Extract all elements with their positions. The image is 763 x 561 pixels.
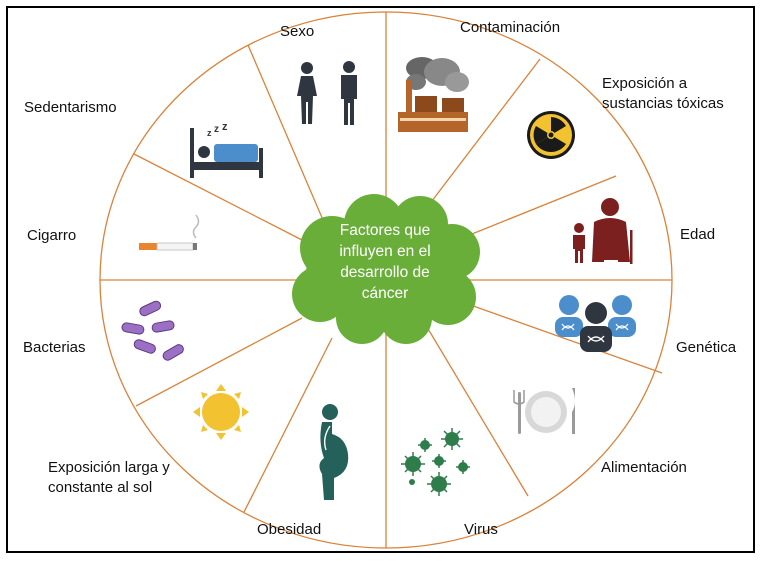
label-obesidad: Obesidad [257,521,322,538]
label-genetica: Genética [676,339,737,356]
center-label: Factores que influyen en el desarrollo d… [305,220,465,304]
bed-icon: z z z [190,121,263,178]
label-virus: Virus [464,521,498,538]
label-cigarro: Cigarro [27,227,77,244]
plate-icon [513,388,575,434]
label-contaminacion: Contaminación [460,19,561,36]
factors-wheel: z z z [99,11,673,549]
label-sol-2: constante al sol [48,479,153,496]
sun-icon [193,384,249,440]
virus-icon [401,428,470,496]
svg-text:z: z [207,128,212,138]
bacteria-icon [121,300,184,361]
label-sedentarismo: Sedentarismo [24,99,117,116]
label-sexo: Sexo [280,23,315,40]
label-bacterias: Bacterias [23,339,86,356]
radioactive-icon [527,111,575,159]
factory-icon [398,57,469,132]
svg-text:z: z [222,121,228,133]
genetics-icon [555,295,636,352]
label-alimentacion: Alimentación [601,459,687,476]
center-line-3: desarrollo de [340,264,430,281]
center-cloud [292,194,480,344]
figure-frame: z z z Factores que influyen en el desarr… [6,6,755,553]
elderly-icon [573,198,633,264]
label-edad: Edad [680,226,716,243]
label-toxicas-1: Exposición a [602,75,688,92]
people-icon [297,61,357,125]
cigarette-icon [139,214,200,251]
label-sol-1: Exposición larga y [48,459,170,476]
center-line-1: Factores que [339,222,431,239]
label-toxicas-2: sustancias tóxicas [602,95,724,112]
svg-text:z: z [214,124,219,135]
center-line-2: influyen en el [339,243,431,260]
spokes [100,12,672,548]
center-line-4: cáncer [361,285,409,302]
obesity-icon [319,404,349,500]
